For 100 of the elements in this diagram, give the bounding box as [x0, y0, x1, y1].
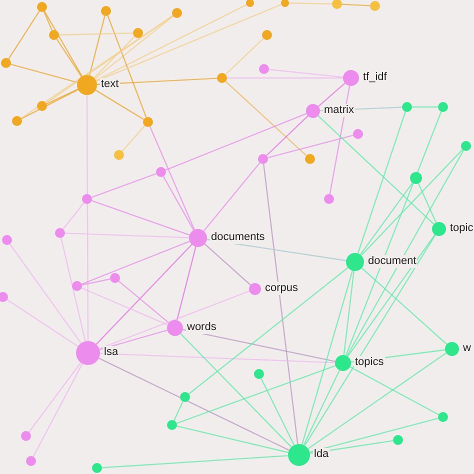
graph-node [262, 30, 272, 40]
graph-node [77, 75, 97, 95]
graph-node [393, 435, 403, 445]
graph-edge [180, 333, 292, 448]
graph-node [370, 1, 380, 11]
graph-node [156, 167, 166, 177]
graph-node [143, 117, 153, 127]
graph-edge [98, 358, 290, 451]
graph-edge [102, 455, 288, 468]
graph-edge [94, 36, 135, 78]
graph-node [167, 420, 177, 430]
graph-edge [225, 38, 264, 75]
graph-node [72, 281, 82, 291]
graph-node [37, 2, 47, 12]
node-label: corpus [264, 282, 300, 295]
graph-edge [149, 126, 195, 230]
graph-node [82, 194, 92, 204]
graph-edge [360, 182, 413, 256]
graph-edge [361, 268, 448, 345]
graph-edge [260, 378, 295, 446]
graph-node [180, 392, 190, 402]
graph-edge [174, 401, 184, 421]
graph-node [26, 456, 36, 466]
graph-node [172, 8, 182, 18]
graph-node [343, 70, 359, 86]
graph-node [217, 73, 227, 83]
graph-edge [343, 270, 354, 356]
graph-edge [99, 330, 168, 350]
graph-node [167, 320, 183, 336]
graph-node [445, 342, 459, 356]
graph-edge [96, 78, 218, 86]
graph-node [306, 104, 320, 118]
graph-edge [304, 234, 436, 446]
graph-edge [342, 4, 370, 6]
graph-edge [268, 68, 344, 78]
graph-edge [165, 113, 307, 171]
graph-edge [308, 352, 447, 450]
graph-node [49, 30, 59, 40]
graph-node [410, 172, 422, 184]
graph-node [21, 431, 31, 441]
graph-edge [82, 278, 110, 286]
graph-edge [6, 299, 78, 347]
graph-node [258, 154, 268, 164]
graph-node [288, 444, 310, 466]
graph-node [189, 229, 207, 247]
graph-edge [204, 244, 251, 286]
graph-edge [225, 80, 307, 156]
graph-edge [318, 115, 434, 225]
graph-edge [9, 244, 82, 344]
graph-edge [88, 16, 106, 76]
graph-node [346, 253, 364, 271]
graph-edge [86, 95, 89, 341]
graph-edge [64, 232, 190, 238]
graph-edge [412, 106, 438, 108]
graph-node [281, 0, 289, 7]
graph-edge [118, 280, 170, 324]
graph-edge [329, 86, 350, 194]
graph-node [335, 355, 351, 371]
graph-edge [268, 134, 354, 158]
graph-edge [107, 15, 147, 118]
graph-edge [288, 2, 332, 4]
graph-edge [62, 202, 84, 230]
node-label: words [186, 321, 218, 334]
graph-node [254, 369, 264, 379]
graph-edge [302, 270, 354, 445]
graph-edge [94, 16, 174, 80]
graph-node [92, 463, 102, 473]
graph-edge [28, 362, 82, 432]
graph-edge [176, 426, 288, 454]
graph-edge [345, 111, 442, 356]
graph-edge [95, 90, 144, 120]
graph-edge [92, 173, 156, 198]
graph-node [438, 412, 448, 422]
graph-edge [176, 246, 196, 320]
graph-edge [8, 10, 40, 60]
graph-edge [182, 329, 336, 362]
node-label: matrix [323, 104, 355, 117]
graph-node [432, 222, 446, 236]
graph-node [55, 228, 65, 238]
node-label: tf_idf [362, 71, 388, 84]
graph-edge [188, 267, 348, 394]
graph-edge [318, 82, 346, 107]
graph-node [76, 341, 100, 365]
graph-edge [227, 77, 343, 79]
graph-edge [96, 4, 282, 82]
graph-edge [81, 240, 190, 285]
node-label: documents [210, 231, 266, 244]
graph-edge [10, 64, 78, 83]
graph-edge [100, 352, 336, 364]
graph-edge [310, 440, 394, 454]
graph-node [324, 194, 334, 204]
graph-edge [96, 4, 247, 82]
graph-edge [32, 363, 83, 457]
graph-edge [96, 244, 192, 345]
graph-node [259, 64, 269, 74]
graph-edge [357, 112, 406, 254]
graph-edge [203, 162, 260, 232]
graph-edge [122, 125, 146, 152]
graph-edge [263, 164, 298, 444]
graph-edge [20, 15, 174, 119]
